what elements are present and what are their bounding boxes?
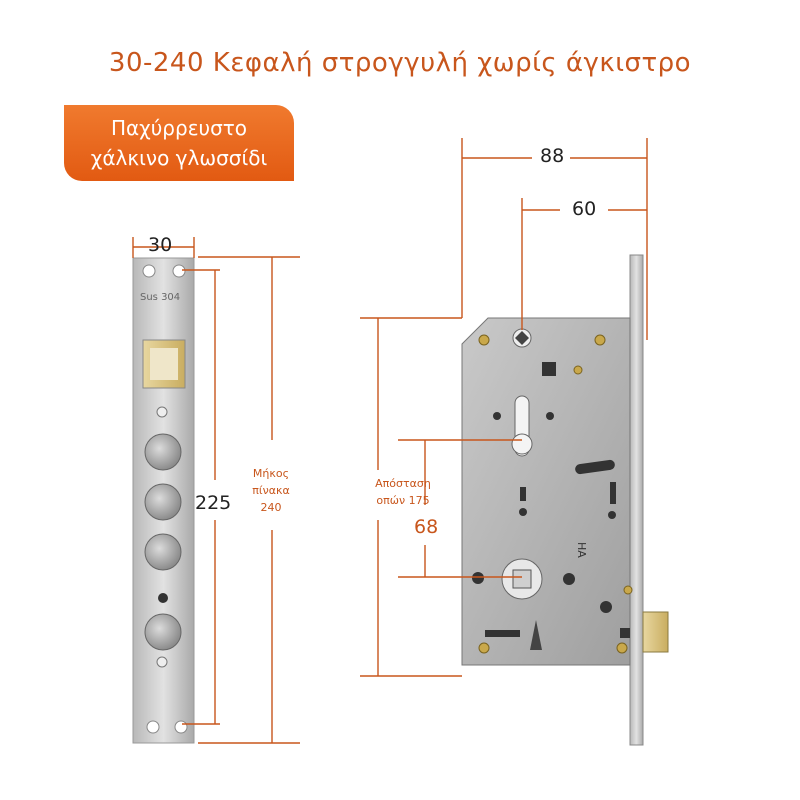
badge-line-2: χάλκινο γλωσσίδι <box>90 146 268 170</box>
badge-line-1: Παχύρρευστο <box>110 116 248 140</box>
plate-length-caption-2: πίνακα <box>252 484 290 497</box>
plate-hole-distance-label: 225 <box>195 492 232 514</box>
material-badge: Παχύρρευστο χάλκινο γλωσσίδι <box>64 105 294 181</box>
hole-distance-caption: Απόσταση οπών 175 <box>358 475 448 509</box>
plate-length-caption: Μήκος πίνακα 240 <box>236 465 306 516</box>
plate-engraving: Sus 304 <box>140 292 181 303</box>
plate-width-label: 30 <box>148 234 173 256</box>
lock-case: HA <box>461 254 669 746</box>
plate-length-caption-1: Μήκος <box>252 467 290 480</box>
lock-backset-label: 60 <box>572 198 597 220</box>
lockbody-dimensions <box>360 138 648 677</box>
lock-depth-label: 88 <box>540 145 565 167</box>
faceplate-dimensions <box>132 237 300 744</box>
faceplate <box>132 257 195 744</box>
hole-distance-caption-2: οπών 175 <box>376 494 430 507</box>
page-title: 30-240 Κεφαλή στρογγυλή χωρίς άγκιστρο <box>108 48 692 78</box>
plate-length-value: 240 <box>260 501 282 514</box>
center-distance-label: 68 <box>414 516 439 538</box>
hole-distance-caption-1: Απόσταση <box>375 477 431 490</box>
svg-text:HA: HA <box>575 542 588 558</box>
